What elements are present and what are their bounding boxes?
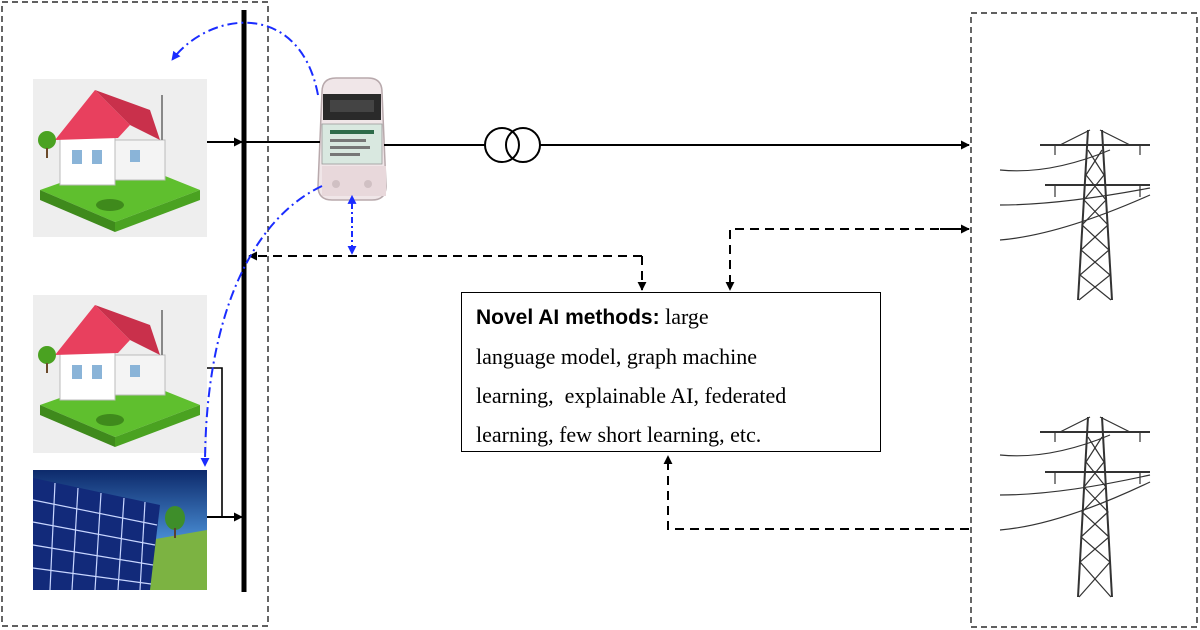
ai-methods-line-2: language model, graph machine — [476, 344, 758, 369]
meter-to-solar-comm-link — [200, 185, 323, 467]
ai-methods-title: Novel AI methods: — [476, 306, 660, 329]
ai-methods-line-4: learning, few short learning, etc. — [476, 422, 762, 447]
ai-methods-first-line: Novel AI methods: large — [476, 297, 870, 337]
transmission-tower-icon — [999, 416, 1151, 598]
meter-to-house1-comm-link — [171, 21, 319, 96]
smart-meter-icon — [317, 77, 387, 201]
solar-panel-icon — [32, 470, 207, 591]
house-icon — [33, 295, 207, 453]
prosumer-group-box — [1, 1, 269, 627]
transformer-icon — [484, 127, 541, 163]
grid-to-ai-feedback-link — [663, 455, 969, 530]
transmission-tower-icon — [999, 129, 1151, 301]
ai-methods-box: Novel AI methods: large language model, … — [461, 292, 881, 452]
grid-to-ai-data-link — [725, 228, 969, 291]
ai-methods-line-3: learning, explainable AI, federated — [476, 383, 787, 408]
ai-methods-line-1: large — [659, 304, 709, 329]
grid-group-box — [970, 12, 1198, 628]
house-icon — [33, 79, 207, 237]
